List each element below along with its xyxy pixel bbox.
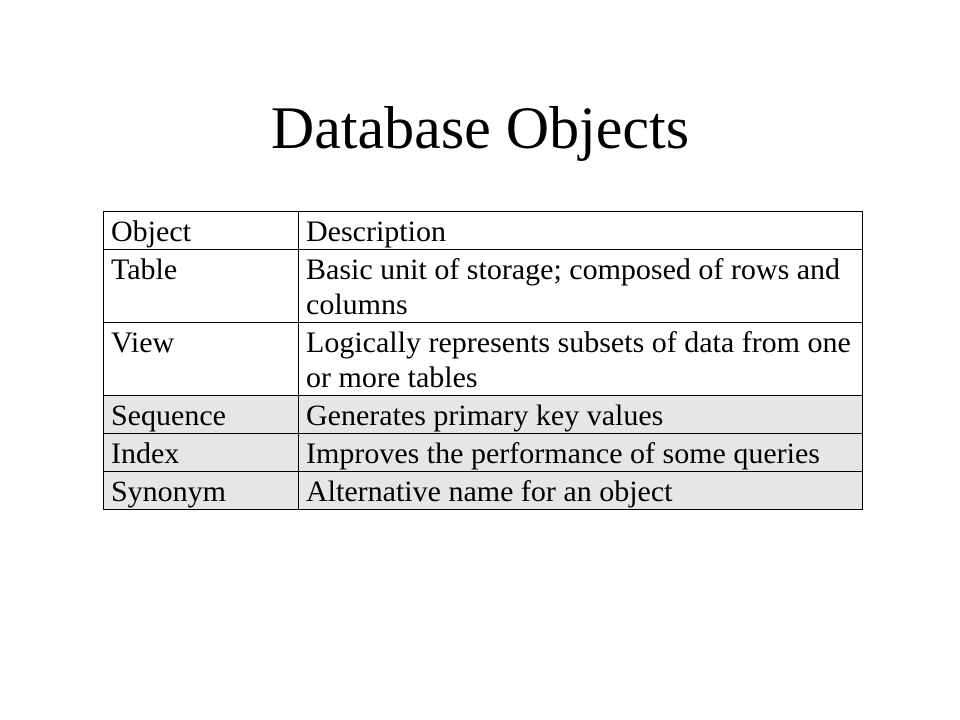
column-header-description: Description: [298, 211, 863, 250]
table-header-row: Object Description: [103, 211, 863, 250]
description-cell: Generates primary key values: [298, 395, 863, 434]
column-header-object: Object: [103, 211, 299, 250]
object-cell: View: [103, 322, 299, 396]
table-row: Sequence Generates primary key values: [103, 395, 863, 434]
object-cell: Synonym: [103, 471, 299, 510]
table-row: Index Improves the performance of some q…: [103, 433, 863, 472]
object-cell: Sequence: [103, 395, 299, 434]
description-cell: Alternative name for an object: [298, 471, 863, 510]
object-cell: Table: [103, 249, 299, 323]
table-row: Synonym Alternative name for an object: [103, 471, 863, 510]
table-row: Table Basic unit of storage; composed of…: [103, 249, 863, 323]
description-cell: Basic unit of storage; composed of rows …: [298, 249, 863, 323]
object-cell: Index: [103, 433, 299, 472]
slide-title: Database Objects: [270, 95, 690, 161]
description-cell: Improves the performance of some queries: [298, 433, 863, 472]
table-row: View Logically represents subsets of dat…: [103, 322, 863, 396]
description-cell: Logically represents subsets of data fro…: [298, 322, 863, 396]
database-objects-table: Object Description Table Basic unit of s…: [103, 211, 863, 510]
